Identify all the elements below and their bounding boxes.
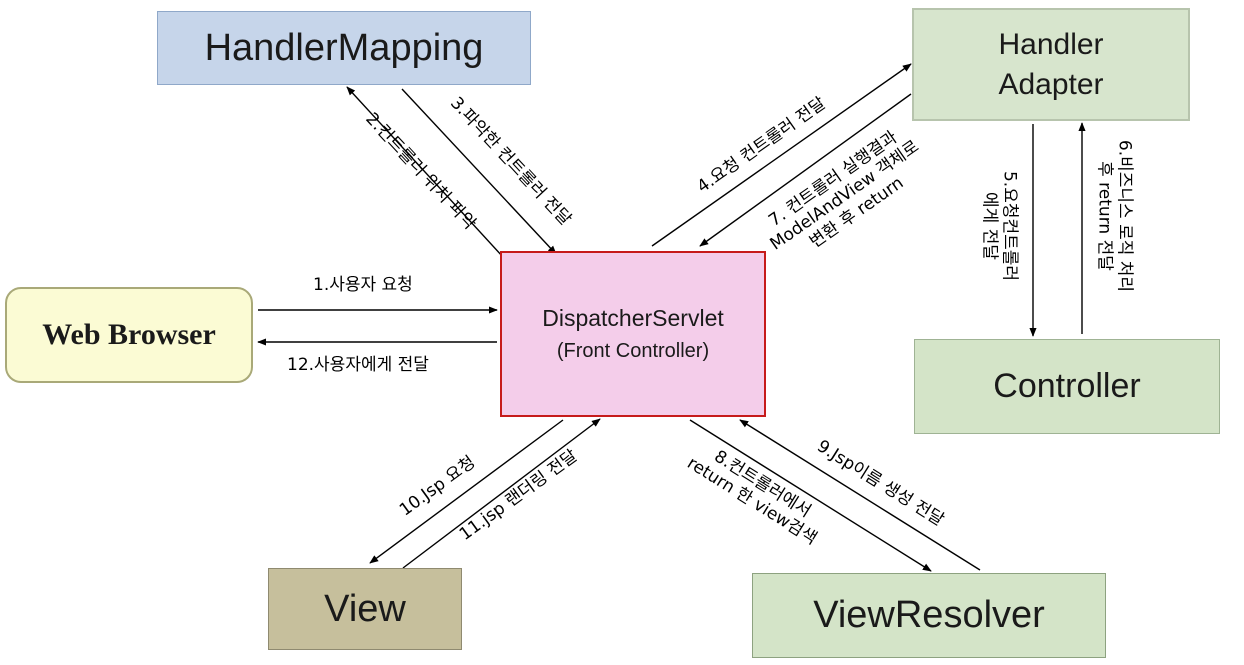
arrow-step-4	[651, 63, 912, 247]
arrow-step-8	[689, 419, 932, 572]
dispatcher-servlet-box: DispatcherServlet (Front Controller)	[500, 251, 766, 417]
web-browser-label: Web Browser	[42, 318, 216, 351]
handler-adapter-label-line1: Handler	[998, 27, 1104, 61]
handler-mapping-label: HandlerMapping	[204, 26, 484, 69]
step-6-line1: 6.비즈니스 로직 처리	[1114, 139, 1135, 293]
step-5-label: 5.요청컨트롤러 에게 전달	[979, 170, 1020, 282]
arrow-step-10	[369, 419, 564, 564]
step-6-line2: 후 return 전달	[1094, 161, 1114, 271]
web-browser-box: Web Browser	[5, 287, 253, 383]
dispatcher-servlet-subtitle: (Front Controller)	[556, 340, 710, 362]
view-label: View	[324, 587, 406, 630]
step-5-line1: 5.요청컨트롤러	[999, 170, 1020, 282]
step-6-label: 6.비즈니스 로직 처리 후 return 전달	[1094, 139, 1135, 293]
controller-box: Controller	[914, 339, 1220, 434]
arrow-step-11	[402, 418, 601, 569]
step-1-label: 1.사용자 요청	[313, 275, 413, 295]
view-resolver-box: ViewResolver	[752, 573, 1106, 658]
view-box: View	[268, 568, 462, 650]
step-12-label: 12.사용자에게 전달	[287, 355, 429, 375]
handler-mapping-box: HandlerMapping	[157, 11, 531, 85]
step-5-line2: 에게 전달	[979, 192, 999, 260]
handler-adapter-label-line2: Adapter	[998, 67, 1104, 101]
dispatcher-servlet-title: DispatcherServlet	[542, 305, 724, 331]
arrow-step-2	[346, 86, 504, 258]
arrow-step-7	[699, 93, 912, 247]
controller-label: Controller	[993, 367, 1141, 405]
arrow-step-3	[401, 88, 557, 255]
handler-adapter-box: Handler Adapter	[912, 8, 1190, 121]
arrow-step-9	[739, 419, 981, 571]
view-resolver-label: ViewResolver	[813, 594, 1045, 636]
